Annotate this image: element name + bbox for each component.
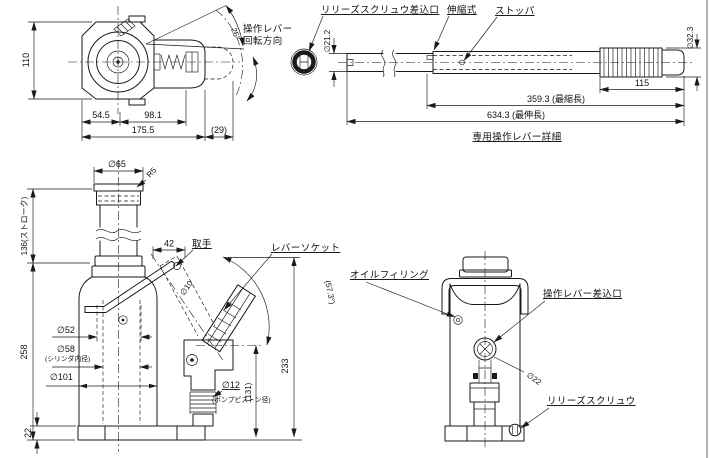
oil-filling-plug <box>453 315 463 325</box>
top-view-socket-mechanism <box>113 18 199 73</box>
stopper-pin <box>459 59 465 66</box>
lever-callouts: リリーズスクリュウ差込口 伸縮式 ストッパ <box>308 4 535 61</box>
side-view: オイルフィリング 操作レバー差込口 ∅22 リリーズスクリュウ <box>350 251 636 449</box>
dim-socket-dia: ∅22 <box>525 370 544 387</box>
label-lever-socket: レバーソケット <box>271 243 340 254</box>
label-oil-filling: オイルフィリング <box>350 269 429 281</box>
side-body <box>449 283 521 427</box>
note-pump-piston: (ポンプピストン径) <box>212 395 271 404</box>
dim-29: (29) <box>211 125 227 135</box>
side-lever-port <box>473 337 497 361</box>
dim-base-height: 22 <box>23 428 33 438</box>
dim-ram-dia: ∅52 <box>57 325 75 335</box>
rotation-direction-indicator: 操作レバー 回転方向 <box>243 23 293 102</box>
dim-saddle-dia: ∅65 <box>108 159 126 169</box>
dim-collapsed-length: 359.3 (最縮長) <box>527 93 585 104</box>
top-view-ram-circles <box>87 31 149 93</box>
top-view-body-outline <box>81 15 206 106</box>
lever-detail: リリーズスクリュウ差込口 伸縮式 ストッパ ∅21.2 ∅32.3 115 <box>290 4 701 143</box>
dim-base-dia: ∅101 <box>50 372 73 382</box>
dim-110: 110 <box>21 53 31 67</box>
ram <box>91 204 146 278</box>
lever-outer-tube <box>432 51 601 74</box>
oil-plug-front <box>118 315 128 325</box>
lever-section-circle <box>290 48 318 76</box>
dim-grip-dia: ∅32.3 <box>686 26 695 49</box>
dim-socket-center-height: (131) <box>244 382 253 401</box>
dim-pump-piston-dia: ∅12 <box>222 380 240 390</box>
dim-overall-height: 233 <box>280 358 290 373</box>
dim-handle-rod-dia: ∅10 <box>178 279 195 298</box>
dim-grip-length: 115 <box>635 78 649 88</box>
lever-shaft <box>346 49 434 78</box>
label-stopper: ストッパ <box>495 6 535 17</box>
side-view-callouts: オイルフィリング 操作レバー差込口 ∅22 リリーズスクリュウ <box>350 269 636 429</box>
label-telescopic: 伸縮式 <box>447 4 477 16</box>
release-screw <box>508 423 522 437</box>
label-release-screw: リリーズスクリュウ <box>547 395 636 407</box>
lever-detail-title: 専用操作レバー詳細 <box>472 131 561 143</box>
base-front <box>77 425 302 441</box>
saddle <box>93 183 144 206</box>
label-handle: 取手 <box>192 238 212 250</box>
top-view-angle-wedge: 25° <box>145 5 245 50</box>
front-view: R5 取手 レバーソケット ∅10 ∅65 136(ストローク) 258 22 <box>19 159 340 454</box>
dim-handle-offset: 42 <box>164 239 174 249</box>
label-release-screw-port: リリーズスクリュウ差込口 <box>321 4 439 16</box>
front-view-dimensions: ∅65 136(ストローク) 258 22 42 ∅52 ∅58 ( <box>19 159 337 454</box>
carry-handle <box>84 261 181 313</box>
label-lever-rotation-2: 回転方向 <box>243 35 283 47</box>
dim-socket-angle: (57.3°) <box>323 280 337 306</box>
dim-98-1: 98.1 <box>144 110 162 120</box>
lever-dimensions: ∅21.2 ∅32.3 115 359.3 (最縮長) 634.3 (最伸長) <box>323 26 701 126</box>
dim-extended-length: 634.3 (最伸長) <box>487 109 545 120</box>
dim-shaft-dia: ∅21.2 <box>323 29 332 52</box>
dim-lever-angle: 25° <box>229 27 242 41</box>
dim-stroke: 136(ストローク) <box>20 196 29 255</box>
dim-54-5: 54.5 <box>92 110 110 120</box>
dim-cylinder-bore: ∅58 <box>57 344 75 354</box>
note-cylinder-bore: (シリンダ内径) <box>45 354 90 363</box>
top-view: 25° 操作レバー 回転方向 110 54.5 98.1 175.5 (29) <box>21 5 293 141</box>
lever-grip <box>599 47 685 78</box>
side-base <box>444 423 525 442</box>
label-lever-port: 操作レバー差込口 <box>543 288 622 300</box>
side-pump <box>469 360 500 427</box>
dim-body-height: 258 <box>19 344 29 359</box>
side-saddle <box>459 256 512 278</box>
dim-175-5: 175.5 <box>132 125 155 135</box>
top-view-swing-phantom <box>205 9 243 97</box>
cylinder-body <box>78 276 158 427</box>
dim-saddle-radius: R5 <box>145 165 159 179</box>
top-view-dimensions: 110 54.5 98.1 175.5 (29) <box>21 21 234 141</box>
label-lever-rotation-1: 操作レバー <box>243 23 293 35</box>
